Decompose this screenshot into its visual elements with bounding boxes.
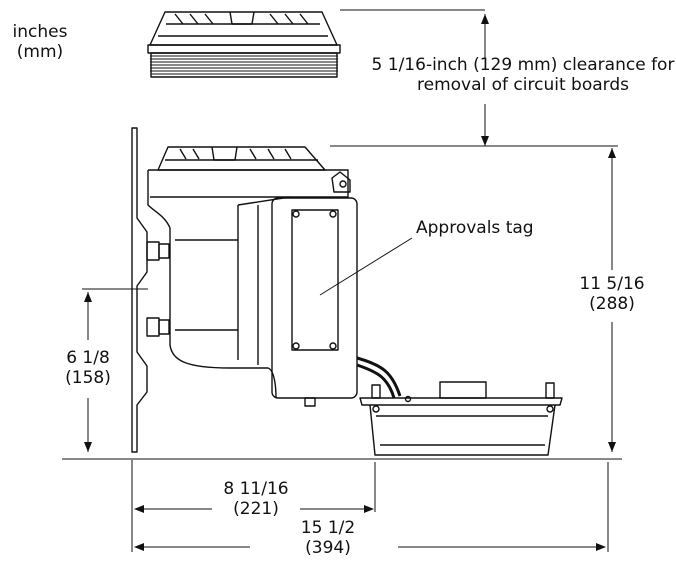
total-inches: 15 1/2 [300, 518, 356, 538]
total-mm: (394) [305, 538, 351, 558]
mount-mm: (158) [65, 368, 111, 388]
units-inches-label: inches [12, 22, 68, 42]
height-inches: 11 5/16 [579, 274, 645, 294]
dimension-overall-height: 11 5/16 (288) [566, 274, 658, 314]
clearance-callout: 5 1/16-inch (129 mm) clearance for remov… [370, 55, 676, 95]
dimension-lines [62, 9, 622, 552]
junction-box-drawing [359, 381, 563, 456]
removed-cover-drawing [147, 11, 341, 78]
mount-inches: 6 1/8 [66, 348, 110, 368]
dimension-arrowheads [84, 14, 616, 551]
height-mm: (288) [589, 294, 635, 314]
approvals-tag-label: Approvals tag [416, 218, 534, 238]
units-legend: inches (mm) [4, 22, 76, 62]
mounting-bracket-drawing [131, 127, 170, 453]
depth-mm: (221) [233, 499, 279, 519]
clearance-line-1: 5 1/16-inch (129 mm) clearance for [371, 55, 675, 75]
dimension-total-width: 15 1/2 (394) [268, 518, 388, 558]
clearance-line-2: removal of circuit boards [417, 75, 629, 95]
transmitter-housing-drawing [147, 146, 402, 407]
dimension-depth: 8 11/16 (221) [210, 479, 302, 519]
depth-inches: 8 11/16 [223, 479, 289, 499]
dimension-mount-height: 6 1/8 (158) [44, 348, 132, 388]
units-mm-label: (mm) [16, 42, 64, 62]
